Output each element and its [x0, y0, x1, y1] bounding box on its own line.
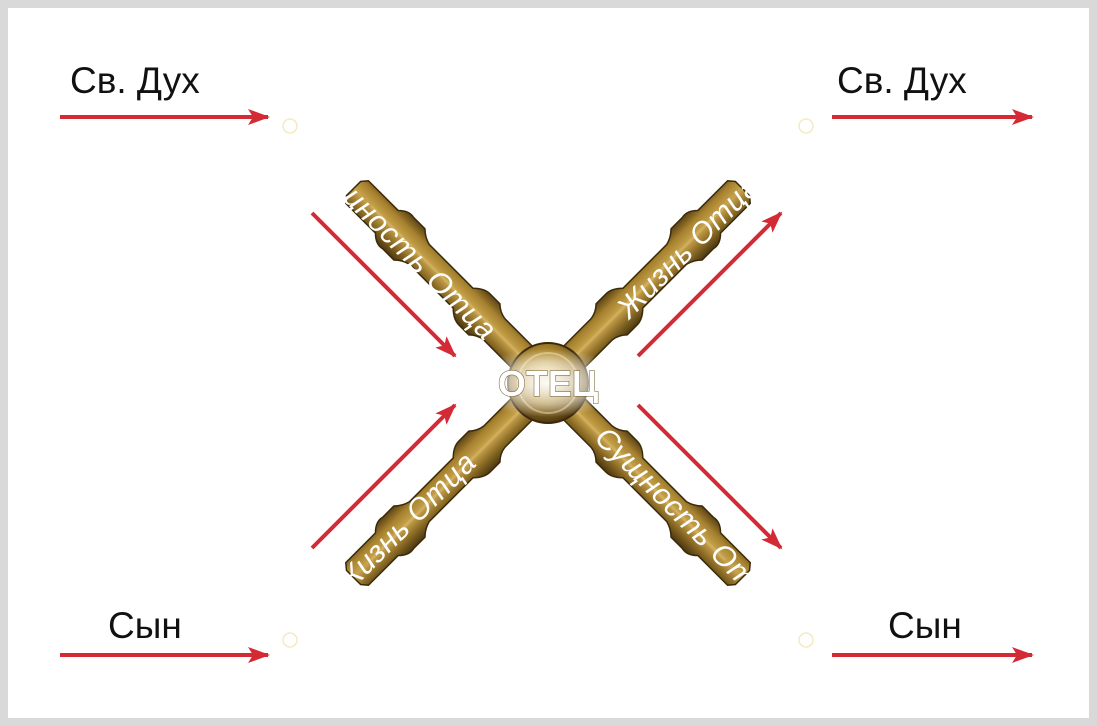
label-bottom-left: Сын — [108, 605, 182, 646]
beam-text-upper-right: Жизнь Отца — [609, 170, 765, 326]
beam-text-lower-right: Сущность Отца — [588, 421, 787, 620]
arrow-diagonal-upper-right — [636, 211, 783, 358]
label-top-left: Св. Дух — [70, 60, 200, 101]
label-top-right: Св. Дух — [837, 60, 967, 101]
label-bottom-right: Сын — [888, 605, 962, 646]
arrow-diagonal-lower-left — [310, 403, 457, 550]
center-label: ОТЕЦ — [498, 363, 599, 404]
beam-end-ornaments — [282, 118, 814, 648]
beam-text-upper-left: Сущность Отца — [304, 148, 503, 347]
center-hub — [468, 342, 628, 424]
beam-text-lower-left: Жизнь Отца — [326, 446, 482, 602]
arrow-diagonal-upper-left — [310, 211, 457, 358]
arrow-diagonal-lower-right — [636, 403, 783, 550]
